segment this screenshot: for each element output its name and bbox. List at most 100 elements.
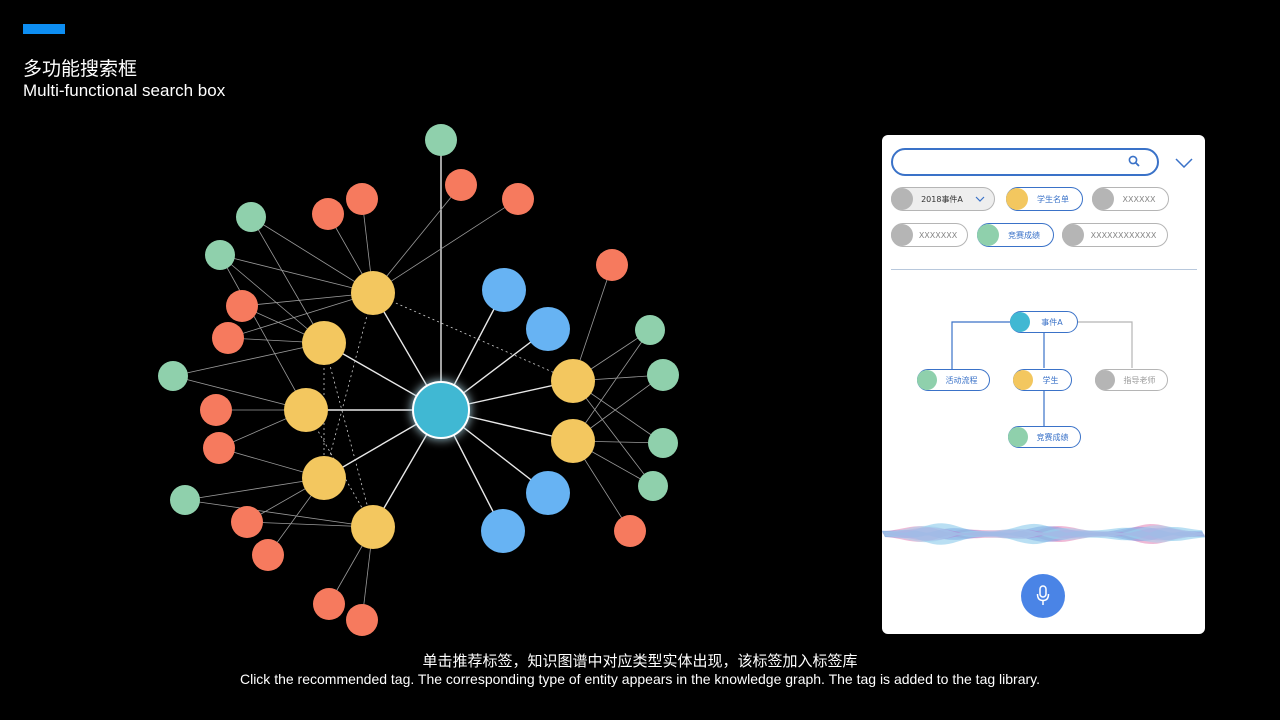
tag-color-dot: [1092, 188, 1114, 210]
wave-band: [882, 525, 1205, 543]
graph-edge: [184, 499, 374, 528]
graph-node-yellow[interactable]: [302, 321, 346, 365]
graph-node-center[interactable]: [412, 381, 470, 439]
search-input[interactable]: [891, 148, 1159, 176]
divider: [891, 269, 1197, 270]
tag-chip[interactable]: 竞赛成绩: [977, 223, 1054, 247]
graph-edge: [219, 254, 374, 294]
graph-node-green[interactable]: [205, 240, 235, 270]
graph-edge: [323, 292, 374, 479]
graph-node-red[interactable]: [313, 588, 345, 620]
tree-node-label: 学生: [1042, 375, 1059, 385]
tag-label: 竞赛成绩: [1008, 230, 1040, 240]
tree-node-dot: [1013, 370, 1033, 390]
graph-edge: [219, 254, 325, 344]
graph-node-red[interactable]: [346, 183, 378, 215]
tree-node-label: 竞赛成绩: [1036, 432, 1069, 442]
graph-edge: [572, 329, 651, 442]
graph-node-red[interactable]: [445, 169, 477, 201]
graph-node-blue[interactable]: [481, 509, 525, 553]
tag-color-dot: [891, 224, 913, 246]
caption-english: Click the recommended tag. The correspon…: [239, 671, 1041, 687]
tree-node-label: 活动流程: [945, 375, 978, 385]
tag-chip[interactable]: 学生名单: [1006, 187, 1083, 211]
graph-edge: [250, 216, 374, 294]
graph-node-green[interactable]: [635, 315, 665, 345]
graph-edge: [172, 375, 307, 411]
tag-chip[interactable]: XXXXXX: [1092, 187, 1169, 211]
graph-edge: [372, 198, 519, 294]
accent-bar: [23, 24, 65, 34]
tag-label: 学生名单: [1037, 194, 1069, 204]
graph-edge: [250, 216, 325, 344]
tree-node[interactable]: 活动流程: [917, 369, 990, 391]
tree-node-label: 指导老师: [1123, 375, 1156, 385]
graph-node-red[interactable]: [502, 183, 534, 215]
chevron-down-icon[interactable]: [975, 196, 985, 202]
graph-node-yellow[interactable]: [551, 419, 595, 463]
tag-color-dot: [1062, 224, 1084, 246]
tree-node[interactable]: 指导老师: [1095, 369, 1168, 391]
microphone-icon: [1036, 585, 1050, 605]
tree-node-dot: [1010, 312, 1030, 332]
graph-node-blue[interactable]: [526, 307, 570, 351]
graph-node-green[interactable]: [158, 361, 188, 391]
knowledge-graph[interactable]: [0, 0, 860, 645]
graph-node-green[interactable]: [170, 485, 200, 515]
tree-node[interactable]: 学生: [1013, 369, 1072, 391]
tag-color-dot: [1006, 188, 1028, 210]
graph-node-yellow[interactable]: [551, 359, 595, 403]
tree-node-dot: [1095, 370, 1115, 390]
graph-node-green[interactable]: [425, 124, 457, 156]
page-subtitle: Multi-functional search box: [23, 81, 226, 100]
graph-node-yellow[interactable]: [284, 388, 328, 432]
chevron-down-icon[interactable]: [1175, 158, 1193, 168]
graph-edge: [172, 342, 325, 377]
graph-node-red[interactable]: [312, 198, 344, 230]
graph-edge: [323, 342, 374, 528]
tag-color-dot: [891, 188, 913, 210]
graph-node-red[interactable]: [226, 290, 258, 322]
graph-node-green[interactable]: [236, 202, 266, 232]
graph-node-red[interactable]: [596, 249, 628, 281]
tag-label: XXXXXX: [1122, 194, 1156, 204]
tag-chip[interactable]: 2018事件A: [891, 187, 995, 211]
tag-color-dot: [977, 224, 999, 246]
graph-node-yellow[interactable]: [351, 271, 395, 315]
graph-node-red[interactable]: [203, 432, 235, 464]
search-icon[interactable]: [1128, 155, 1140, 167]
graph-node-red[interactable]: [212, 322, 244, 354]
graph-node-red[interactable]: [346, 604, 378, 636]
tag-chip[interactable]: XXXXXXX: [891, 223, 968, 247]
tree-node[interactable]: 竞赛成绩: [1008, 426, 1081, 448]
voice-waveform: [882, 523, 1205, 545]
tree-connectors: [951, 321, 1133, 426]
graph-edge: [372, 184, 462, 294]
caption-chinese: 单击推荐标签，知识图谱中对应类型实体出现，该标签加入标签库: [422, 652, 858, 670]
graph-node-red[interactable]: [252, 539, 284, 571]
tree-node-label: 事件A: [1041, 317, 1063, 327]
graph-edge: [227, 292, 374, 339]
graph-edge: [184, 477, 325, 501]
graph-node-blue[interactable]: [526, 471, 570, 515]
graph-node-green[interactable]: [647, 359, 679, 391]
tree-node[interactable]: 事件A: [1010, 311, 1078, 333]
graph-edge: [372, 292, 574, 382]
tag-label: 2018事件A: [921, 194, 963, 204]
graph-edge: [219, 254, 307, 411]
graph-node-yellow[interactable]: [302, 456, 346, 500]
graph-node-green[interactable]: [638, 471, 668, 501]
graph-node-red[interactable]: [200, 394, 232, 426]
microphone-button[interactable]: [1021, 574, 1065, 618]
graph-node-red[interactable]: [614, 515, 646, 547]
graph-edge: [572, 380, 654, 487]
graph-node-blue[interactable]: [482, 268, 526, 312]
tag-chip[interactable]: XXXXXXXXXXXX: [1062, 223, 1168, 247]
graph-node-green[interactable]: [648, 428, 678, 458]
tree-node-dot: [917, 370, 937, 390]
page-title: 多功能搜索框: [23, 58, 138, 80]
graph-node-yellow[interactable]: [351, 505, 395, 549]
graph-node-red[interactable]: [231, 506, 263, 538]
tag-label: XXXXXXX: [918, 230, 958, 240]
